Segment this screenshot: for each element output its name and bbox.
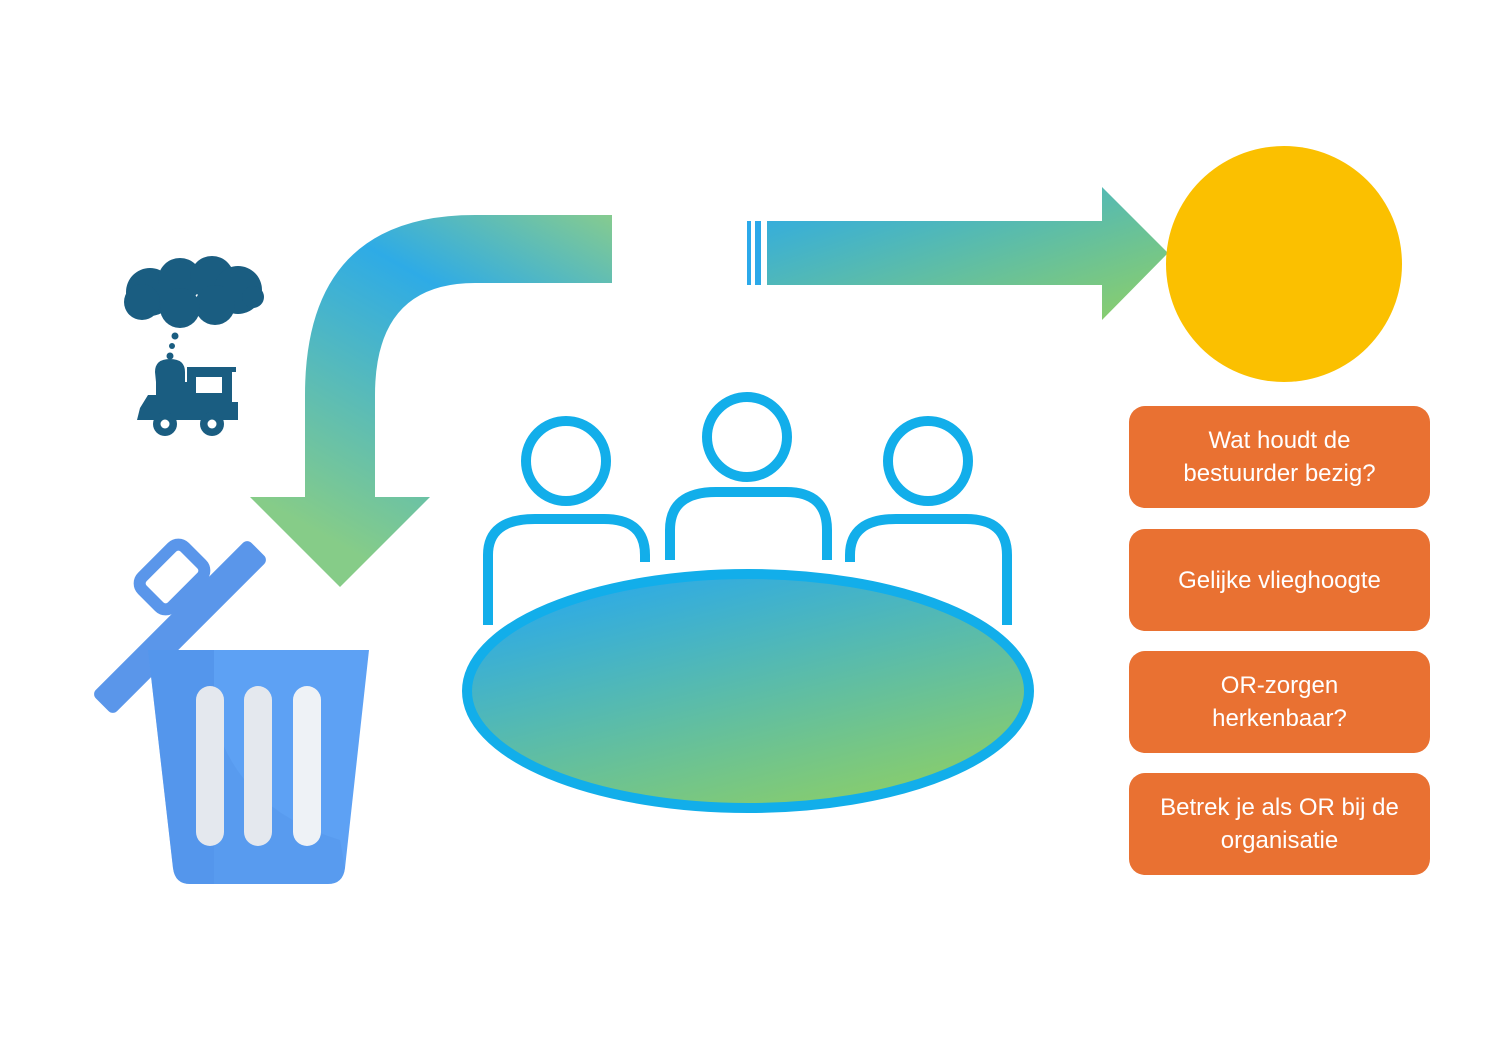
straight-arrow — [747, 187, 1168, 320]
box-bestuurder-line2: bestuurder bezig? — [1183, 460, 1376, 487]
box-or-zorgen-line2: herkenbaar? — [1212, 705, 1347, 732]
person-middle — [665, 392, 832, 560]
box-vlieghoogte: Gelijke vlieghoogte — [1129, 529, 1430, 631]
trash-bin-icon — [94, 538, 369, 884]
box-vlieghoogte-line1: Gelijke vlieghoogte — [1178, 566, 1381, 594]
steam-train-icon — [124, 256, 264, 436]
box-bestuurder: Wat houdt de bestuurder bezig? — [1129, 406, 1430, 508]
steam-cloud-icon — [124, 256, 264, 328]
curved-arrow — [250, 215, 612, 587]
person-left — [483, 416, 650, 625]
meeting-table-icon — [462, 392, 1034, 813]
box-betrek-line1: Betrek je als OR bij de — [1160, 794, 1399, 821]
sun-circle — [1166, 146, 1402, 382]
box-bestuurder-line1: Wat houdt de — [1208, 427, 1351, 454]
meeting-table — [462, 569, 1034, 813]
box-betrek-line2: organisatie — [1220, 827, 1339, 854]
box-or-zorgen-line1: OR-zorgen — [1220, 672, 1339, 699]
box-or-zorgen: OR-zorgen herkenbaar? — [1129, 651, 1430, 753]
trash-lid — [94, 538, 266, 713]
box-betrek: Betrek je als OR bij de organisatie — [1129, 773, 1430, 875]
person-right — [845, 416, 1012, 625]
